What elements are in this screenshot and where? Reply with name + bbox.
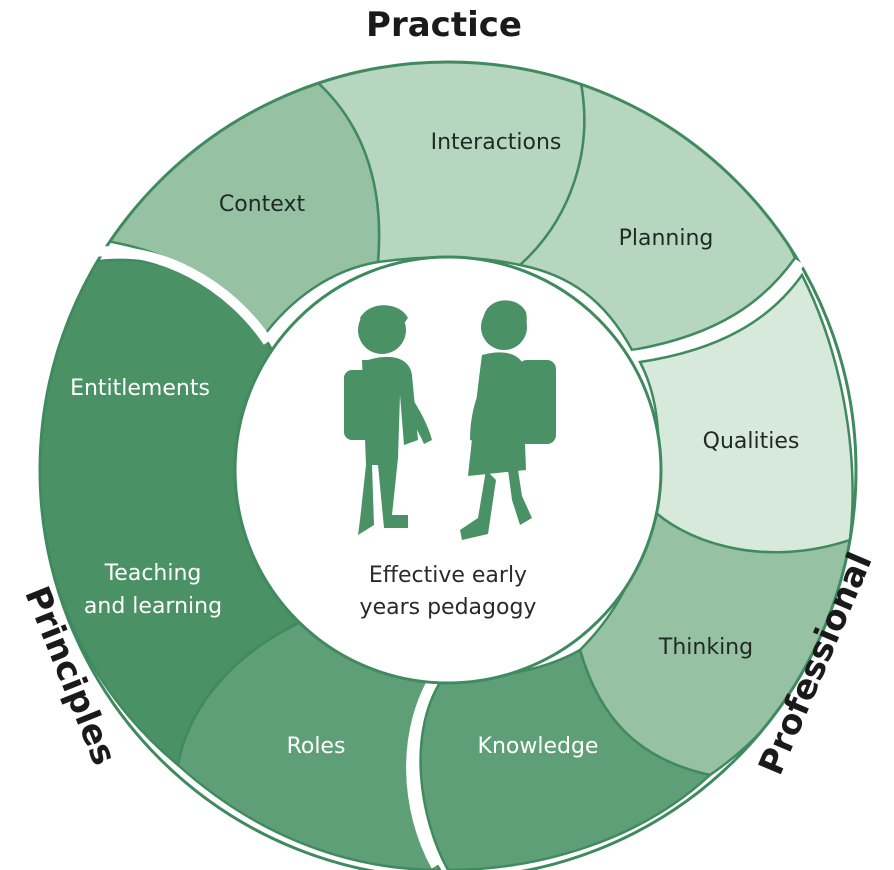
- label-entitlements: Entitlements: [70, 376, 210, 401]
- label-context: Context: [219, 192, 306, 217]
- label-planning: Planning: [619, 226, 714, 251]
- label-qualities: Qualities: [703, 429, 800, 454]
- girl-with-backpack-icon: [460, 300, 556, 540]
- label-thinking: Thinking: [658, 635, 753, 660]
- label-interactions: Interactions: [431, 130, 562, 155]
- label-teaching-line2: and learning: [84, 594, 222, 619]
- centre-label-line2: years pedagogy: [360, 595, 537, 620]
- outer-ring: [38, 60, 858, 870]
- boy-with-backpack-icon: [344, 305, 432, 535]
- separator-right: [631, 259, 805, 361]
- label-roles: Roles: [287, 734, 346, 759]
- group-label-practice: Practice: [366, 5, 522, 45]
- separator-bottom: [406, 669, 443, 869]
- centre-label-line1: Effective early: [369, 563, 527, 588]
- centre-circle: [233, 255, 663, 685]
- label-teaching-line1: Teaching: [104, 561, 202, 586]
- separator-top-left: [91, 246, 273, 345]
- segment-thinking: [578, 501, 852, 777]
- label-knowledge: Knowledge: [478, 734, 599, 759]
